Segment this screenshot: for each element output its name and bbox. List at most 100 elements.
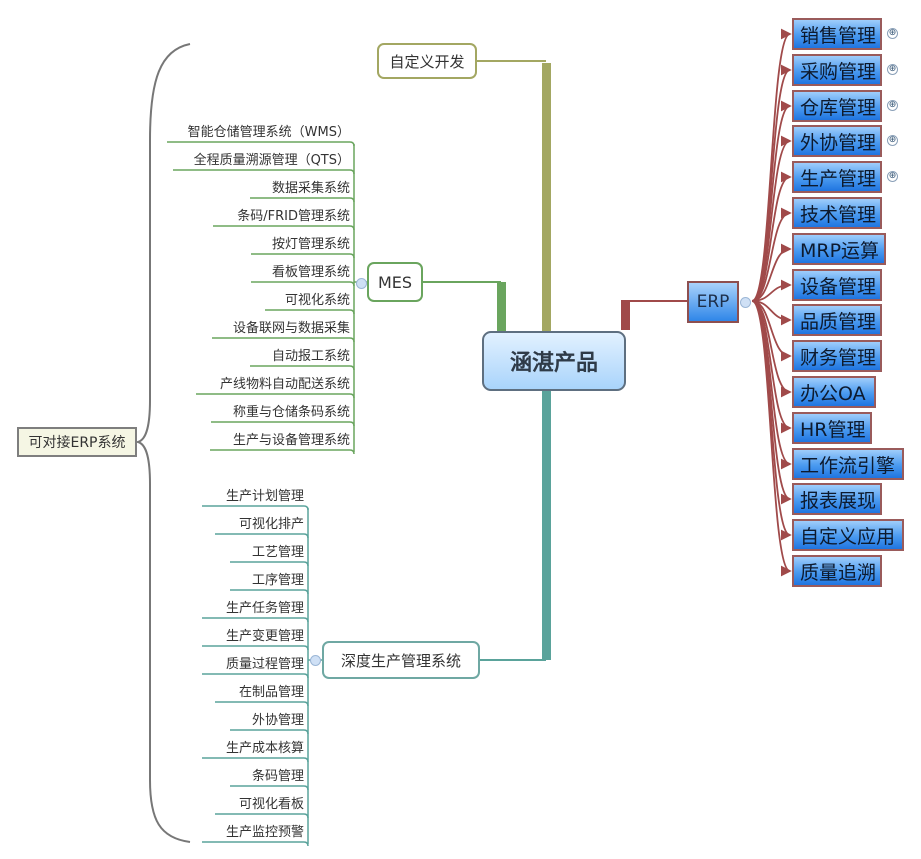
mes-subtopic[interactable]: 产线物料自动配送系统	[219, 377, 350, 392]
erp-module[interactable]: HR管理	[792, 412, 872, 444]
mes-subtopic[interactable]: 生产与设备管理系统	[232, 433, 350, 448]
collapse-deep-production-icon[interactable]	[310, 655, 321, 666]
mes-trunk	[497, 282, 506, 331]
collapse-erp-icon[interactable]	[740, 297, 751, 308]
deep-trunk	[542, 391, 551, 660]
mes-subtopic[interactable]: 可视化系统	[284, 293, 350, 308]
erp-module[interactable]: 质量追溯	[792, 555, 882, 587]
deep-subtopic-underline	[215, 533, 309, 539]
erp-module-connector	[751, 64, 792, 302]
topic-label: MES	[377, 272, 413, 292]
deep-subtopic-underline	[202, 757, 309, 763]
mes-subtopic[interactable]: 按灯管理系统	[271, 237, 350, 252]
deep-production-subtopic[interactable]: 生产任务管理	[225, 601, 304, 616]
deep-production-subtopic[interactable]: 生产变更管理	[225, 629, 304, 644]
deep-subtopic-underline	[230, 589, 309, 595]
deep-production-subtopic[interactable]: 条码管理	[251, 769, 304, 784]
expand-icon[interactable]: ⊕	[887, 135, 898, 146]
deep-subtopic-underline	[230, 785, 309, 791]
central-topic[interactable]: 涵湛产品	[482, 331, 626, 391]
erp-module[interactable]: 仓库管理	[792, 90, 882, 122]
erp-module-label: 质量追溯	[800, 561, 877, 584]
mes-subtopic[interactable]: 称重与仓储条码系统	[232, 405, 350, 420]
erp-module[interactable]: 办公OA	[792, 376, 876, 408]
deep-subtopic-underline	[215, 701, 309, 707]
deep-production-subtopic[interactable]: 在制品管理	[238, 685, 304, 700]
erp-module[interactable]: 报表展现	[792, 483, 882, 515]
mes-subtopic-underline	[167, 141, 355, 147]
mes-subtopic-underline	[196, 393, 355, 399]
summary-label: 可对接ERP系统	[28, 435, 126, 451]
erp-module-label: 销售管理	[800, 24, 877, 47]
erp-module[interactable]: 外协管理	[792, 125, 882, 157]
deep-production-subtopic[interactable]: 可视化排产	[238, 517, 304, 532]
erp-module-label: 生产管理	[800, 167, 877, 190]
mes-subtopic-underline	[212, 337, 355, 343]
erp-module-label: 外协管理	[800, 131, 877, 154]
erp-module[interactable]: 工作流引擎	[792, 448, 904, 480]
mes-subtopic[interactable]: 数据采集系统	[271, 181, 350, 196]
expand-icon[interactable]: ⊕	[887, 100, 898, 111]
mes-subtopic[interactable]: 设备联网与数据采集	[232, 321, 350, 336]
mes-subtopic[interactable]: 全程质量溯源管理（QTS）	[193, 153, 350, 168]
topic-label: 深度生产管理系统	[340, 651, 461, 670]
topic-label: ERP	[696, 292, 730, 312]
erp-module-label: 财务管理	[800, 346, 877, 369]
mes-subtopic-underline	[250, 197, 355, 203]
collapse-mes-icon[interactable]	[356, 278, 367, 289]
erp-module-label: 设备管理	[800, 275, 877, 298]
deep-production-subtopic[interactable]: 质量过程管理	[225, 657, 304, 672]
topic-erp[interactable]: ERP	[687, 281, 739, 323]
erp-module-label: 仓库管理	[800, 96, 877, 119]
erp-module[interactable]: 采购管理	[792, 54, 882, 86]
mes-subtopic[interactable]: 自动报工系统	[271, 349, 350, 364]
erp-module[interactable]: 品质管理	[792, 304, 882, 336]
deep-production-subtopic[interactable]: 外协管理	[251, 713, 304, 728]
topic-mes[interactable]: MES	[367, 262, 423, 302]
deep-subtopic-underline	[202, 673, 309, 679]
erp-module-connector	[751, 207, 792, 302]
erp-module-label: 自定义应用	[800, 525, 896, 548]
mes-subtopic[interactable]: 智能仓储管理系统（WMS）	[187, 125, 350, 140]
erp-module[interactable]: 自定义应用	[792, 519, 904, 551]
deep-production-subtopic[interactable]: 可视化看板	[238, 797, 304, 812]
deep-production-subtopic[interactable]: 工序管理	[251, 573, 304, 588]
deep-subtopic-underline	[230, 729, 309, 735]
mes-subtopic-underline	[265, 309, 355, 315]
mes-subtopic[interactable]: 条码/FRID管理系统	[237, 209, 350, 224]
central-topic-label: 涵湛产品	[509, 351, 598, 376]
mes-subtopic[interactable]: 看板管理系统	[271, 265, 350, 280]
custom-trunk	[542, 63, 551, 331]
erp-module-label: 品质管理	[800, 310, 877, 333]
topic-deep-production[interactable]: 深度生产管理系统	[322, 641, 480, 679]
mes-subtopic-underline	[251, 281, 355, 287]
mes-subtopic-underline	[211, 421, 355, 427]
expand-icon[interactable]: ⊕	[887, 171, 898, 182]
expand-icon[interactable]: ⊕	[887, 28, 898, 39]
erp-module-label: MRP运算	[800, 239, 880, 262]
erp-module-label: 报表展现	[800, 489, 877, 512]
erp-module[interactable]: 销售管理	[792, 18, 882, 50]
deep-subtopic-underline	[230, 561, 309, 567]
erp-trunk	[621, 300, 630, 330]
erp-module-label: 采购管理	[800, 60, 877, 83]
mes-subtopic-underline	[210, 449, 355, 455]
deep-production-subtopic[interactable]: 工艺管理	[251, 545, 304, 560]
erp-module[interactable]: MRP运算	[792, 233, 886, 265]
topic-custom-development[interactable]: 自定义开发	[377, 43, 477, 79]
erp-module[interactable]: 技术管理	[792, 197, 882, 229]
erp-module[interactable]: 设备管理	[792, 269, 882, 301]
mes-subtopic-underline	[173, 169, 355, 175]
erp-module[interactable]: 财务管理	[792, 340, 882, 372]
deep-production-subtopic[interactable]: 生产成本核算	[225, 741, 304, 756]
deep-production-subtopic[interactable]: 生产监控预警	[225, 825, 304, 840]
erp-module-connector	[751, 100, 792, 302]
erp-module-label: 工作流引擎	[800, 454, 896, 477]
mes-subtopic-underline	[213, 225, 355, 231]
summary-brace	[134, 43, 191, 843]
deep-production-subtopic[interactable]: 生产计划管理	[225, 489, 304, 504]
expand-icon[interactable]: ⊕	[887, 64, 898, 75]
summary-topic[interactable]: 可对接ERP系统	[17, 427, 137, 457]
erp-module[interactable]: 生产管理	[792, 161, 882, 193]
deep-subtopic-underline	[202, 505, 309, 511]
